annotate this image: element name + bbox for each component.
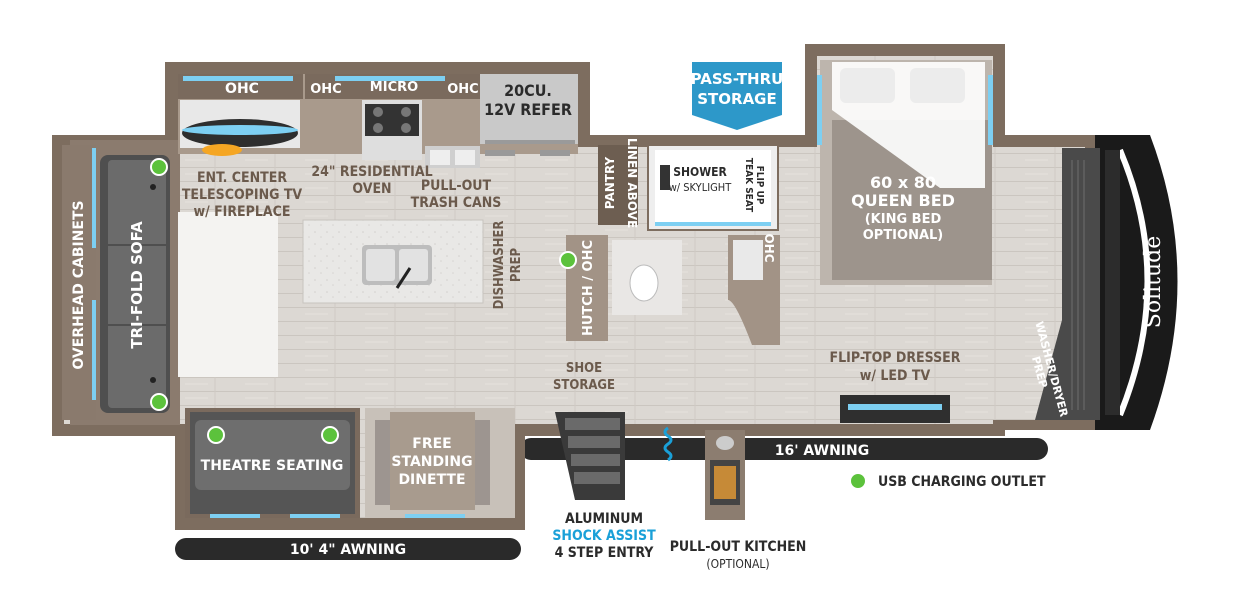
label-awning-16: 16' AWNING	[775, 443, 869, 459]
kitchen-island	[302, 219, 484, 304]
usb-outlet	[150, 393, 168, 411]
label-dresser-2: w/ LED TV	[860, 368, 931, 384]
label-refer-1: 20CU.	[504, 81, 552, 100]
pull-out-kitchen	[705, 430, 745, 520]
label-dinette-3: DINETTE	[398, 472, 465, 488]
pass-thru-badge	[692, 62, 782, 130]
usb-outlet	[559, 251, 577, 269]
label-kitchen-1: PULL-OUT KITCHEN	[670, 539, 807, 555]
toilet	[612, 240, 682, 315]
pantry	[598, 145, 638, 225]
label-refer-2: 12V REFER	[484, 100, 572, 119]
label-bed-2: QUEEN BED	[851, 191, 955, 210]
kitchen-slide	[178, 74, 578, 168]
usb-legend-dot	[849, 472, 867, 490]
shock-assist-coil	[663, 426, 673, 462]
label-dishwasher-2: PREP	[509, 248, 524, 283]
overhead-light-bottom	[92, 300, 96, 400]
awning-16-bar	[520, 438, 1048, 460]
bed-nightstand-light-right	[988, 75, 993, 145]
label-bed-4: OPTIONAL)	[863, 228, 944, 243]
label-trash-2: TRASH CANS	[411, 195, 502, 211]
dresser-tv	[848, 404, 942, 410]
label-bed-1: 60 x 80	[870, 173, 936, 192]
label-pass-thru-1: PASS-THRU	[691, 70, 784, 88]
label-bed-3: (KING BED	[865, 212, 942, 227]
label-entry-3: 4 STEP ENTRY	[555, 545, 655, 561]
shower	[647, 144, 779, 231]
label-awning-10: 10' 4" AWNING	[290, 542, 406, 558]
bath-vanity	[728, 235, 780, 345]
label-flip-seat-1: FLIP UP	[754, 166, 765, 205]
label-ohc-bath: OHC	[762, 233, 776, 262]
label-shower-1: SHOWER	[673, 165, 727, 179]
label-shoe-1: SHOE	[566, 361, 602, 376]
label-overhead-cabinets: OVERHEAD CABINETS	[71, 200, 87, 369]
label-dresser-1: FLIP-TOP DRESSER	[830, 350, 961, 366]
label-ent-1: ENT. CENTER	[197, 170, 287, 186]
hanging-rods	[1071, 160, 1085, 410]
usb-outlet	[150, 158, 168, 176]
label-ohc-micro-right: OHC	[447, 82, 478, 97]
label-dinette-2: STANDING	[391, 454, 472, 470]
free-standing-dinette	[365, 408, 515, 518]
label-hutch-ohc: HUTCH / OHC	[581, 240, 596, 336]
label-tri-fold-sofa: TRI-FOLD SOFA	[128, 221, 146, 349]
queen-bed	[820, 60, 992, 285]
overhead-light-top	[92, 148, 96, 248]
tri-fold-sofa	[100, 155, 170, 413]
label-dinette-1: FREE	[412, 436, 451, 452]
label-oven-2: OVEN	[352, 181, 391, 197]
label-ent-3: w/ FIREPLACE	[193, 204, 290, 220]
label-theatre-seating: THEATRE SEATING	[201, 458, 344, 474]
label-usb-legend: USB CHARGING OUTLET	[878, 474, 1046, 490]
entry-steps	[555, 412, 625, 500]
label-dishwasher-1: DISHWASHER	[492, 221, 507, 310]
front-cap	[1095, 135, 1178, 430]
usb-outlet	[207, 426, 225, 444]
label-linen-above: LINEN ABOVE	[625, 138, 639, 228]
label-ohc-top-left: OHC	[225, 81, 259, 97]
label-trash-1: PULL-OUT	[421, 178, 492, 194]
awning-10-bar	[175, 538, 521, 560]
bed-nightstand-light-left	[817, 75, 822, 145]
area-rug	[178, 212, 278, 377]
label-entry-1: ALUMINUM	[565, 511, 643, 527]
label-flip-seat-2: TEAK SEAT	[743, 158, 754, 213]
label-kitchen-2: (OPTIONAL)	[706, 557, 769, 571]
label-micro: MICRO	[370, 80, 418, 95]
label-entry-2: SHOCK ASSIST	[552, 528, 656, 544]
brand-logo: Solitude	[1141, 236, 1166, 329]
label-shoe-2: STORAGE	[553, 378, 615, 393]
label-oven-1: 24" RESIDENTIAL	[311, 164, 432, 180]
label-pass-thru-2: STORAGE	[697, 90, 777, 108]
label-ohc-micro-left: OHC	[310, 82, 341, 97]
usb-outlets	[150, 158, 867, 490]
label-pantry: PANTRY	[603, 156, 617, 209]
label-ent-2: TELESCOPING TV	[182, 187, 303, 203]
label-shower-2: w/ SKYLIGHT	[669, 181, 733, 194]
overhead-cabinets	[62, 145, 96, 420]
usb-outlet	[321, 426, 339, 444]
